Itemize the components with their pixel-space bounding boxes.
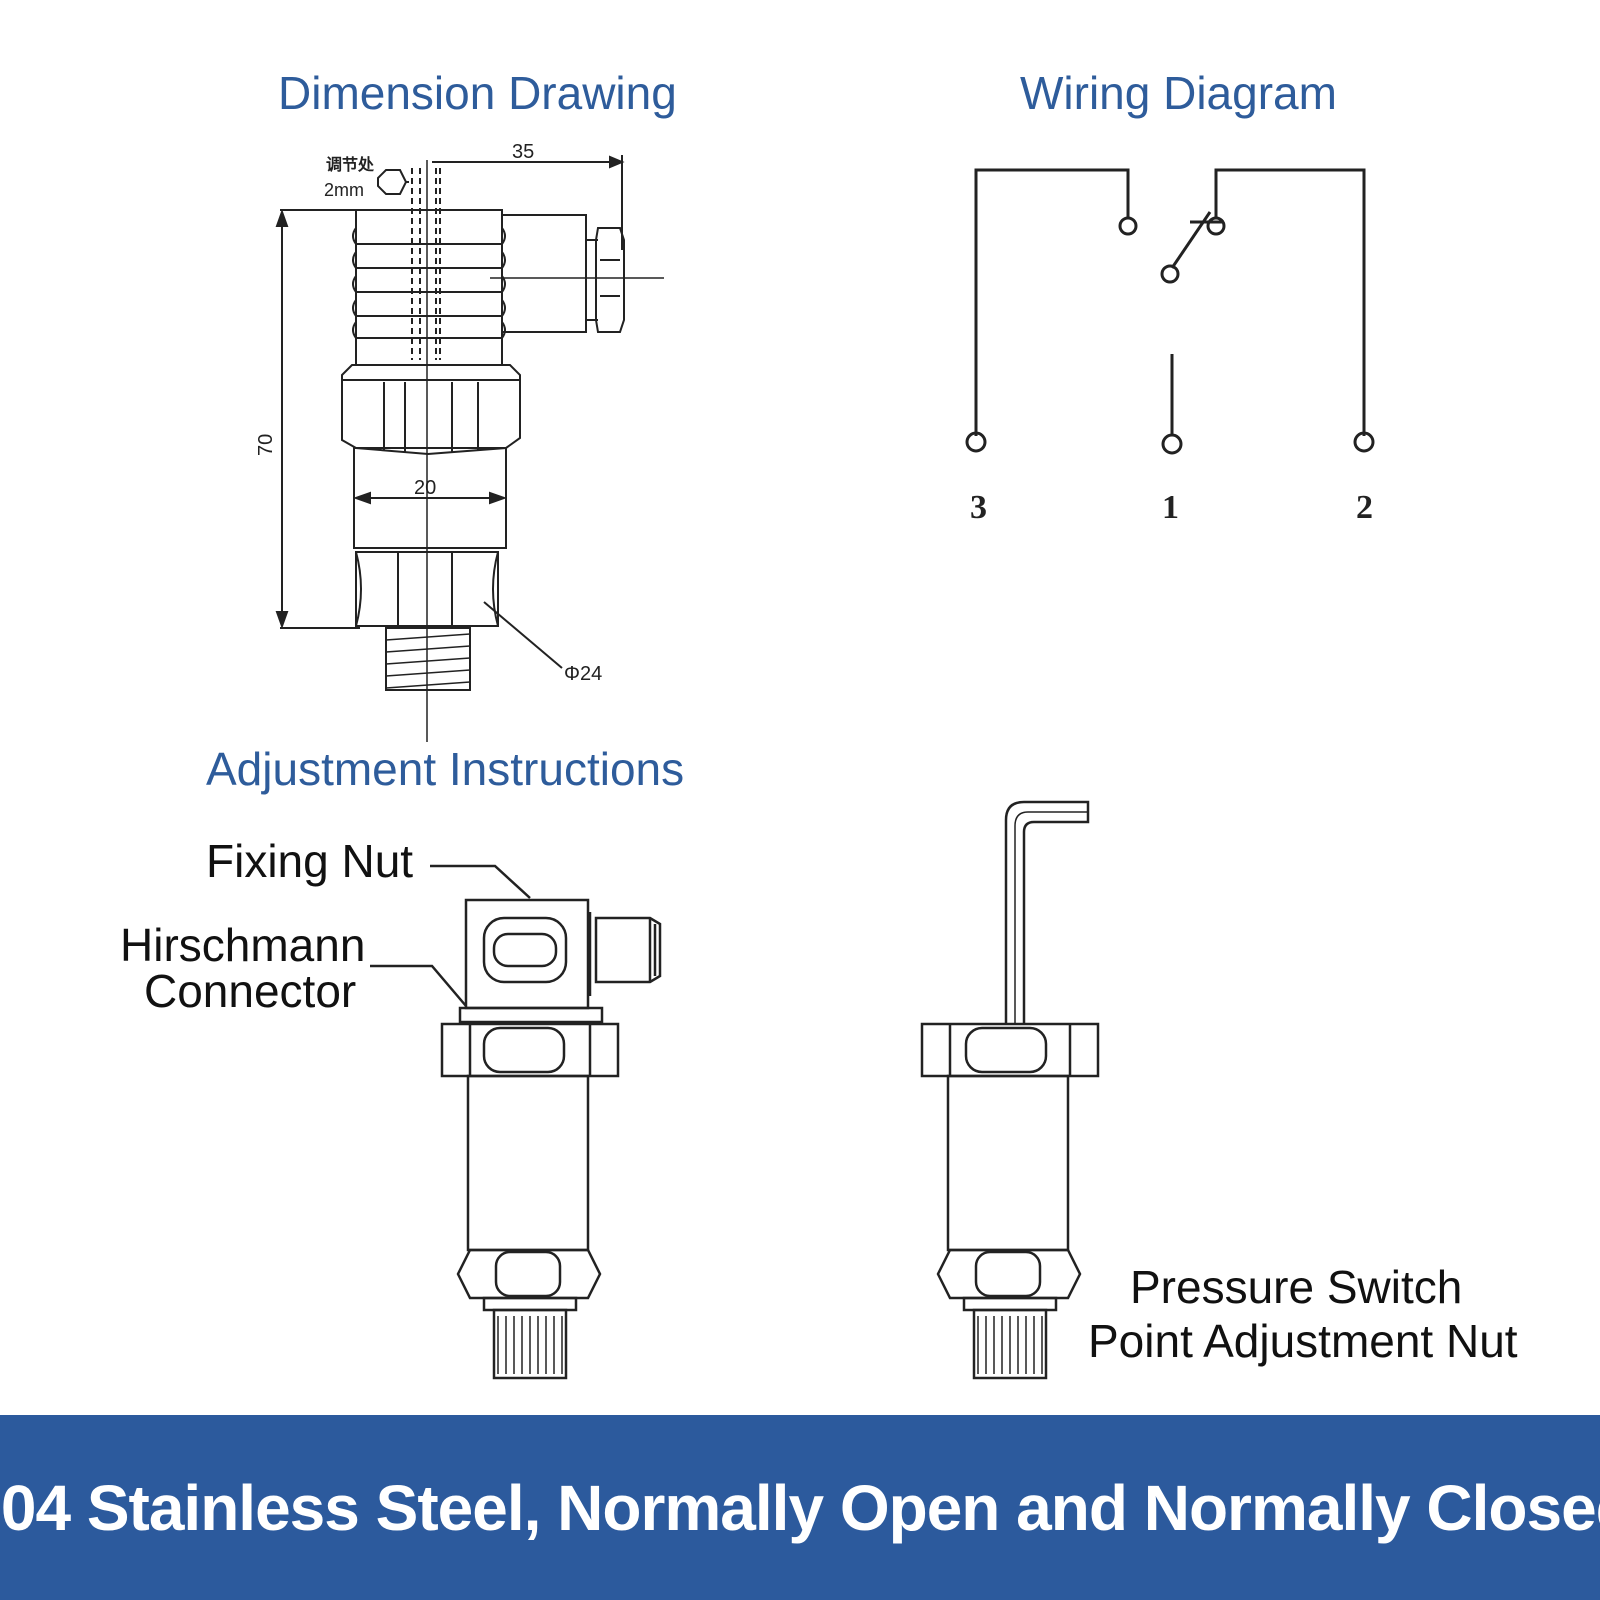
contact-nc (1118, 216, 1138, 236)
adjust-size: 2mm (324, 180, 364, 200)
terminal-3-dot (965, 431, 987, 453)
pressure-switch-with-connector (370, 864, 662, 1380)
terminal-1-dot (1161, 433, 1183, 455)
adjust-note: 调节处 (326, 155, 375, 174)
bottom-banner: 304 Stainless Steel, Normally Open and N… (0, 1415, 1600, 1600)
adjust-nut-label-line1: Pressure Switch (1130, 1261, 1463, 1313)
terminal-3-label: 3 (970, 489, 987, 526)
fixing-nut-label: Fixing Nut (206, 835, 414, 887)
hirschmann-label-line1: Hirschmann (120, 919, 366, 971)
terminal-1-label: 1 (1162, 489, 1179, 526)
contact-common (1160, 264, 1180, 284)
pressure-switch-with-hex-key (920, 800, 1100, 1380)
dimension-drawing: 35 调节处 2mm 70 (255, 141, 664, 742)
terminal-2-dot (1353, 431, 1375, 453)
dim-height-label: 70 (255, 434, 277, 456)
banner-text: 304 Stainless Steel, Normally Open and N… (0, 1471, 1600, 1544)
dim-body-label: 20 (414, 477, 436, 499)
dim-hex-label: Φ24 (564, 663, 602, 685)
wiring-diagram (965, 168, 1375, 455)
terminal-2-label: 2 (1356, 489, 1373, 526)
dim-width-label: 35 (512, 141, 534, 163)
technical-drawings: 35 调节处 2mm 70 (255, 141, 1375, 1380)
adjust-nut-label-line2: Point Adjustment Nut (1088, 1315, 1518, 1367)
wiring-diagram-heading: Wiring Diagram (1020, 67, 1337, 119)
dimension-drawing-heading: Dimension Drawing (278, 67, 677, 119)
contact-no (1206, 216, 1226, 236)
adjustment-instructions-heading: Adjustment Instructions (206, 743, 685, 795)
hirschmann-label-line2: Connector (144, 965, 357, 1017)
